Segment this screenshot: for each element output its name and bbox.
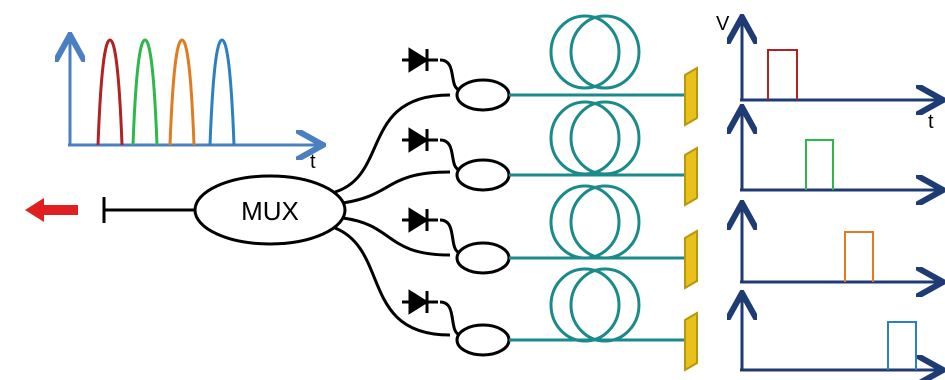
channel-3 bbox=[402, 184, 698, 290]
photodiode-icon bbox=[402, 207, 438, 233]
channel-plot-2 bbox=[740, 110, 940, 190]
time-axis-label: t bbox=[310, 151, 316, 173]
channel-plots: V t bbox=[716, 13, 940, 370]
mux-label: MUX bbox=[241, 196, 299, 226]
mux-fan-out bbox=[334, 93, 451, 337]
channel-time-axis-label: t bbox=[928, 111, 934, 133]
channel-4 bbox=[402, 267, 698, 372]
branch-3 bbox=[342, 216, 451, 257]
left-arrow-icon bbox=[25, 198, 78, 222]
plot-1-pulse bbox=[767, 49, 798, 100]
fiber-coil-icon bbox=[549, 100, 641, 176]
channel-1 bbox=[402, 14, 698, 127]
pulse-train-plot: t bbox=[68, 38, 320, 173]
channel-plot-4 bbox=[740, 296, 940, 370]
fiber-coil-icon bbox=[549, 14, 641, 90]
pulse-red bbox=[96, 38, 124, 146]
plot-4-pulse bbox=[887, 321, 917, 370]
fiber-coil-icon bbox=[549, 184, 641, 260]
detector-lead bbox=[439, 138, 461, 172]
channel-2 bbox=[402, 100, 698, 207]
branch-1 bbox=[334, 93, 451, 194]
coupler-loop bbox=[455, 323, 511, 357]
mirror-icon bbox=[684, 311, 698, 372]
pulse-orange bbox=[168, 38, 196, 146]
coupler-loop bbox=[455, 78, 511, 112]
channel-plot-3 bbox=[740, 206, 940, 282]
plot-3-pulse bbox=[844, 231, 874, 282]
channel-plot-1: V t bbox=[716, 13, 940, 133]
coupler-loop bbox=[455, 241, 511, 275]
mux-ellipse bbox=[193, 174, 347, 246]
branch-4 bbox=[334, 226, 451, 337]
mirror-icon bbox=[684, 66, 698, 127]
coupler-loop bbox=[455, 158, 511, 192]
fiber-coil-icon bbox=[549, 267, 641, 343]
photodiode-icon bbox=[402, 47, 438, 73]
photodiode-icon bbox=[402, 289, 438, 315]
mux-block: MUX bbox=[193, 174, 347, 246]
pulse-blue bbox=[208, 38, 236, 146]
plot-2-pulse bbox=[805, 139, 834, 190]
detector-lead bbox=[439, 218, 461, 255]
mirror-icon bbox=[684, 146, 698, 207]
mirror-icon bbox=[684, 229, 698, 290]
branch-2 bbox=[342, 170, 451, 205]
output-port bbox=[25, 197, 196, 223]
detector-lead bbox=[439, 300, 461, 337]
voltage-axis-label: V bbox=[716, 13, 730, 35]
pulse-green bbox=[131, 38, 159, 146]
photodiode-icon bbox=[402, 127, 438, 153]
detector-lead bbox=[439, 58, 461, 92]
